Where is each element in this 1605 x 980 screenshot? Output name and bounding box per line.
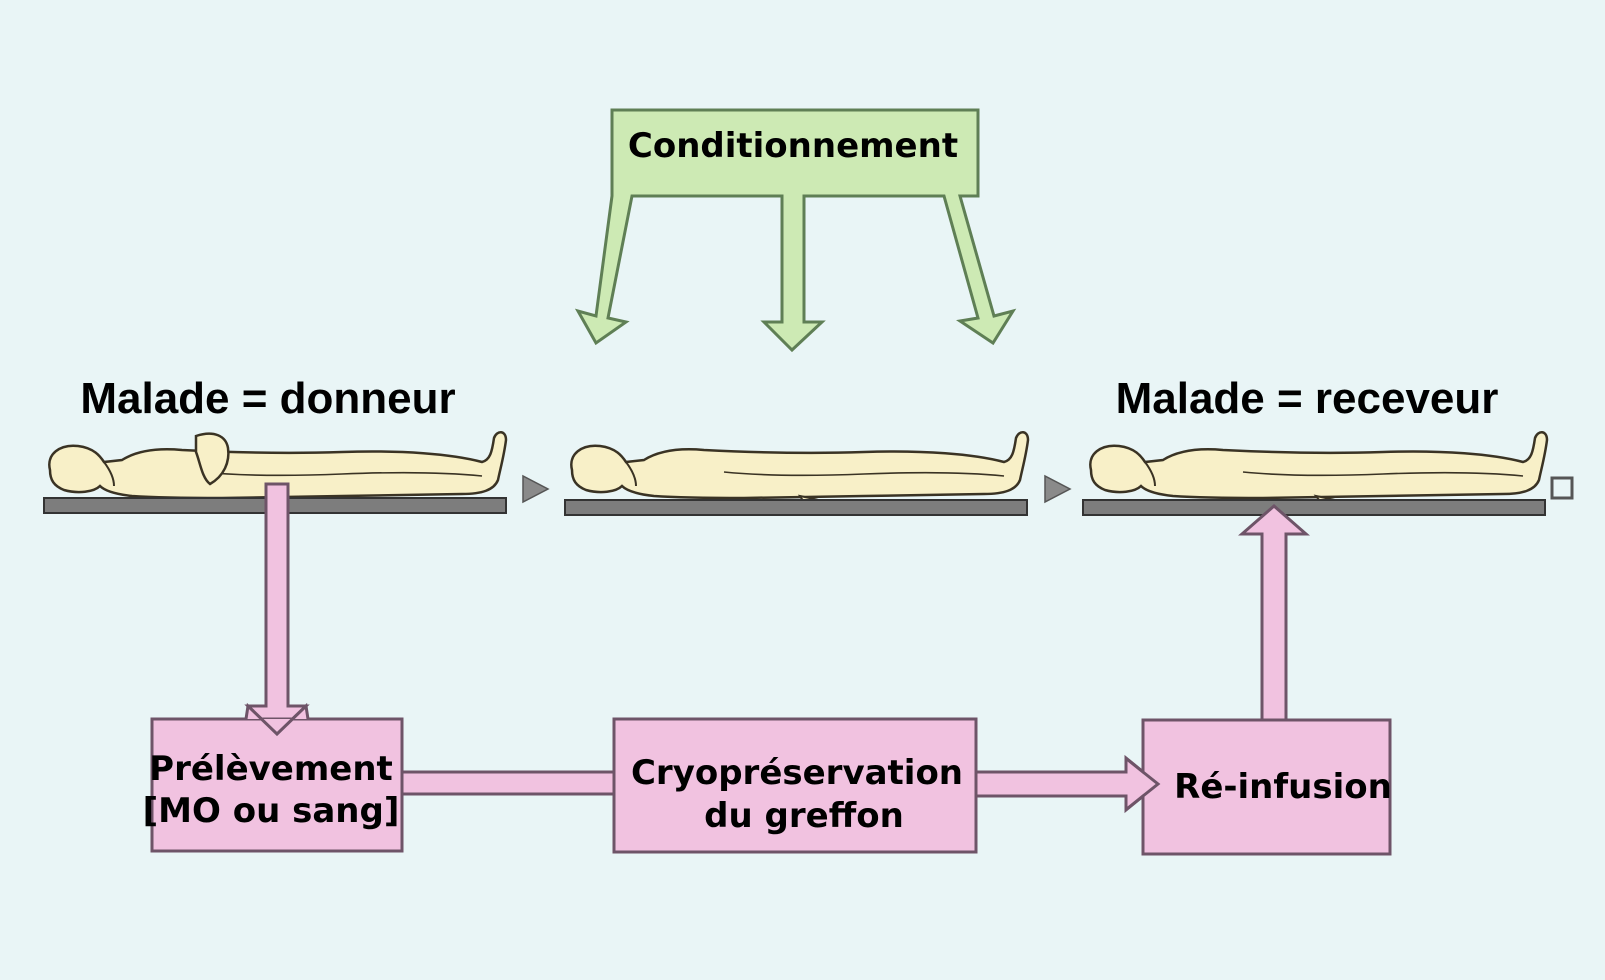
collection-label-line2: [MO ou sang] [143,791,400,831]
flow-group: Prélèvement [MO ou sang] Cryopréservatio… [143,484,1392,854]
step-arrow-2 [1045,476,1070,502]
collection-label-line1: Prélèvement [149,749,393,789]
conditioning-group: Conditionnement [578,110,1013,350]
patient-conditioned [565,432,1028,515]
arrow-down-collection [248,484,306,734]
edge-fragment [1552,478,1572,498]
donor-label: Malade = donneur [80,374,455,423]
conditioning-label: Conditionnement [628,126,958,166]
step-arrow-1 [523,476,548,502]
patient-recipient [1083,432,1547,515]
recipient-label: Malade = receveur [1116,374,1499,423]
connector-collection-cryo [400,772,614,794]
cryopreservation-label-line1: Cryopréservation [631,753,963,793]
cryopreservation-label-line2: du greffon [704,796,904,836]
reinfusion-label: Ré-infusion [1174,767,1392,807]
arrow-up-reinfusion [1242,506,1306,720]
